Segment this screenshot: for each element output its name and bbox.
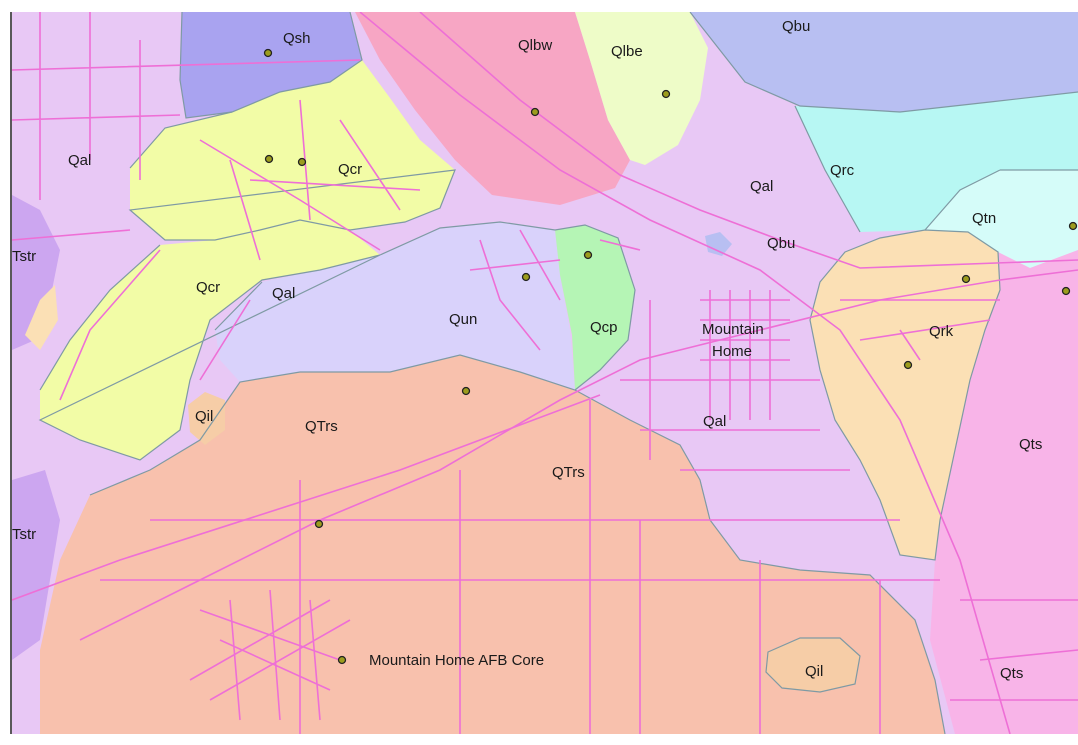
unit-qcr-north: [130, 60, 455, 240]
marker-qrk-b[interactable]: [903, 360, 913, 370]
label-qtrs-west: QTrs: [305, 418, 338, 435]
unit-qcp: [555, 225, 635, 390]
label-qal-ridge: Qal: [272, 285, 295, 302]
label-qil-west: Qil: [195, 408, 213, 425]
label-qcr-north: Qcr: [338, 161, 362, 178]
marker-qts-edge[interactable]: [1061, 286, 1071, 296]
label-afb: Mountain Home AFB Core: [369, 652, 544, 669]
unit-lake: [705, 232, 732, 256]
marker-qlbe[interactable]: [661, 89, 671, 99]
marker-qcr-b[interactable]: [297, 157, 307, 167]
label-qcp: Qcp: [590, 319, 618, 336]
marker-qlbw[interactable]: [530, 107, 540, 117]
label-qts-east: Qts: [1019, 436, 1042, 453]
unit-tstr-west: [12, 195, 60, 350]
road-network: [12, 12, 1078, 734]
label-qsh: Qsh: [283, 30, 311, 47]
label-qts-south: Qts: [1000, 665, 1023, 682]
marker-qtrs-a[interactable]: [461, 386, 471, 396]
label-qlbe: Qlbe: [611, 43, 643, 60]
label-qal-west: Qal: [68, 152, 91, 169]
sample-markers: [263, 48, 1078, 665]
unit-qsh: [180, 12, 362, 118]
marker-qcr-a[interactable]: [264, 154, 274, 164]
unit-borders: [38, 12, 1078, 734]
label-qtn: Qtn: [972, 210, 996, 227]
marker-qsh[interactable]: [263, 48, 273, 58]
unit-tstr-patch: [25, 285, 58, 350]
label-tstr-upper: Tstr: [12, 248, 36, 265]
label-qil-south: Qil: [805, 663, 823, 680]
label-qtrs-central: QTrs: [552, 464, 585, 481]
label-qrc: Qrc: [830, 162, 855, 179]
unit-tstr-lower: [12, 470, 60, 660]
marker-qtn-edge[interactable]: [1068, 221, 1078, 231]
unit-qts: [930, 250, 1078, 734]
marker-qun[interactable]: [521, 272, 531, 282]
label-tstr-lower: Tstr: [12, 526, 36, 543]
label-qlbw: Qlbw: [518, 37, 552, 54]
unit-qlbe: [575, 12, 708, 165]
unit-qlbw: [355, 12, 630, 205]
label-qbu-top: Qbu: [782, 18, 810, 35]
unit-qun: [215, 222, 575, 390]
unit-qcr-south: [40, 220, 380, 460]
label-qrk: Qrk: [929, 323, 954, 340]
label-qbu-mid: Qbu: [767, 235, 795, 252]
unit-qtn: [925, 170, 1078, 282]
unit-qtrs: [40, 355, 945, 734]
map-labels: Qsh Qlbw Qlbe Qbu Qal Qcr Qal Qrc Qtn Qb…: [12, 18, 1042, 682]
label-qun: Qun: [449, 311, 477, 328]
label-qal-town: Qal: [703, 413, 726, 430]
label-qal-central: Qal: [750, 178, 773, 195]
label-town-line2: Home: [712, 343, 752, 360]
unit-qrk: [810, 230, 1000, 560]
label-qcr-south: Qcr: [196, 279, 220, 296]
unit-qil-west: [188, 392, 225, 445]
unit-qrc: [795, 92, 1078, 232]
label-town-line1: Mountain: [702, 321, 764, 338]
unit-qbu-north: [690, 12, 1078, 112]
marker-qcp[interactable]: [583, 250, 593, 260]
marker-qrk-a[interactable]: [961, 274, 971, 284]
unit-qil-south: [766, 638, 860, 692]
marker-qtrs-b[interactable]: [314, 519, 324, 529]
marker-afb[interactable]: [337, 655, 347, 665]
